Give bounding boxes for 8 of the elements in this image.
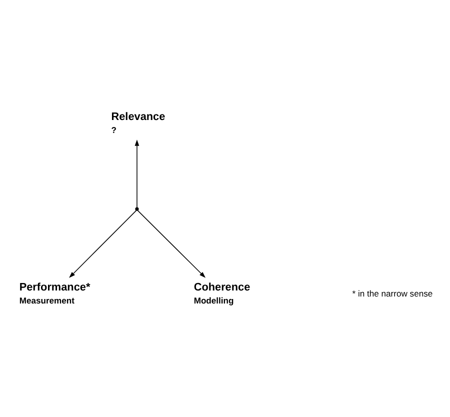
node-point	[135, 206, 139, 210]
node-text: Coherence Modelling	[194, 280, 250, 305]
label: * in the narrow sense	[352, 288, 433, 298]
node-text: Performance* Measurement	[19, 280, 90, 305]
arrow	[137, 209, 206, 278]
arrow	[134, 139, 140, 208]
node-text: Relevance ?	[111, 110, 166, 135]
arrow	[69, 209, 137, 278]
